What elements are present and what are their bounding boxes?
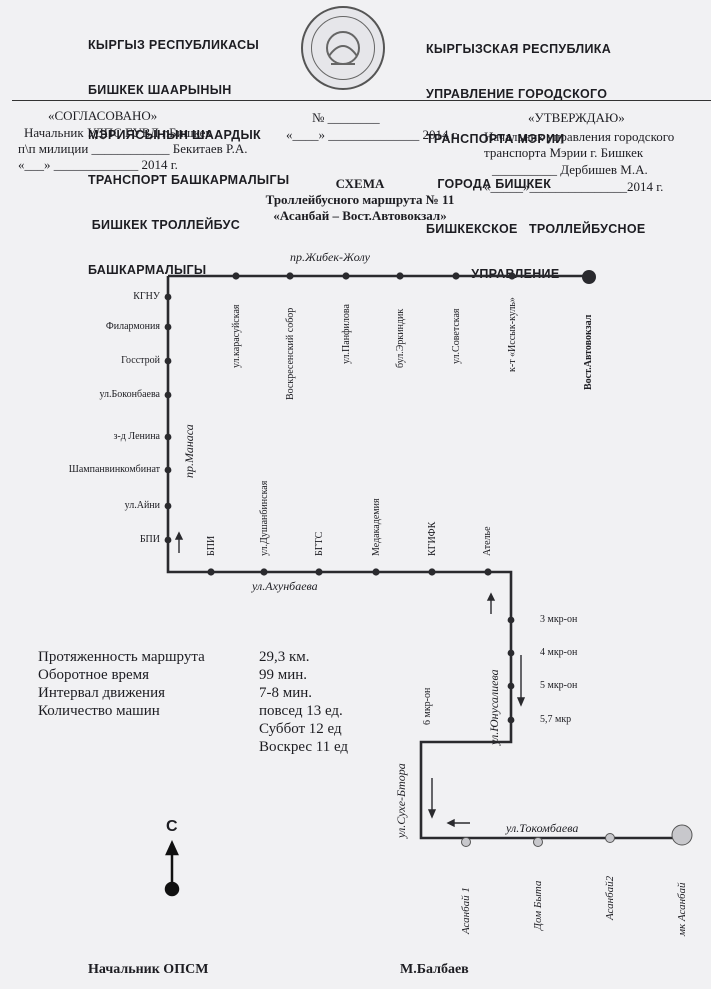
stop-3-mkr: 3 мкр-он: [540, 614, 578, 625]
stop-gosstroy: Госстрой: [121, 355, 160, 366]
stop-dom-byta: Дом Быта: [532, 880, 544, 930]
scheme-title: СХЕМА Троллейбусного маршрута № 11 «Асан…: [265, 176, 455, 223]
state-emblem-seal: [301, 6, 385, 90]
street-manasa: пр.Манаса: [182, 424, 196, 478]
street-tokombaeva: ул.Токомбаева: [506, 821, 579, 835]
stop-mk-asanbai: мк Асанбай: [676, 882, 688, 936]
header-right-ru: КЫРГЫЗСКАЯ РЕСПУБЛИКА УПРАВЛЕНИЕ ГОРОДСК…: [426, 42, 646, 281]
approve-title: «УТВЕРЖДАЮ»: [528, 110, 625, 125]
stop-zavod-lenina: з-д Ленина: [113, 431, 160, 442]
stop-asanbai-2: Асанбай2: [604, 875, 616, 920]
street-yunusalieva: ул.Юнусалиева: [487, 669, 501, 745]
stop-bpi-left: БПИ: [139, 534, 160, 545]
stop-bgts: БГТС: [314, 531, 325, 556]
document-number: № ________: [312, 110, 380, 125]
stop-kgnu: КГНУ: [133, 291, 160, 302]
route-info-labels: Протяженность маршрута Оборотное время И…: [38, 649, 205, 719]
agreed-line3: «___» _____________ 2014 г.: [18, 157, 178, 172]
stop-medakademiya: Медакадемия: [371, 498, 382, 556]
stop-karasuiskaya: ул.карасуйская: [231, 304, 242, 368]
stop-bokonbaeva: ул.Боконбаева: [99, 389, 161, 400]
stop-dushanbinskaya: ул.Душанбинская: [259, 480, 270, 556]
stop-issyk-kul: к-т «Иссык-куль»: [507, 297, 518, 372]
street-sukhe-bator: ул.Сухе-Бтора: [394, 763, 408, 838]
stop-erkindik: бул.Эркиндик: [395, 308, 406, 368]
stop-panfilova: ул.Панфилова: [341, 304, 352, 364]
stop-vost-avtovokzal: Вост.Автовокзал: [583, 314, 594, 390]
footer-signature-name: М.Балбаев: [400, 962, 469, 977]
stop-shampanvinkombinat: Шампанвинкомбинат: [68, 464, 160, 475]
stop-sovetskaya: ул.Советская: [451, 308, 462, 365]
approve-line4: «_____»_______________2014 г.: [484, 179, 664, 194]
stop-aini: ул.Айни: [124, 500, 160, 511]
footer-position: Начальник ОПСМ: [88, 962, 209, 977]
agreed-line2: п\п милиции ____________ Бекитаев Р.А.: [18, 141, 248, 156]
stop-5-7-mkr: 5,7 мкр: [540, 714, 572, 725]
stop-bpi-mid: БПИ: [206, 535, 217, 556]
approve-line2: транспорта Мэрии г. Бишкек: [484, 145, 644, 160]
stop-atelie: Ателье: [482, 526, 493, 556]
header-divider: [12, 100, 711, 101]
route-info-values: 29,3 км. 99 мин. 7-8 мин. повсед 13 ед. …: [259, 649, 349, 755]
stop-asanbai-1: Асанбай 1: [460, 887, 472, 934]
stop-kgifk: КГИФК: [427, 521, 438, 556]
compass-north-label: С: [166, 818, 178, 835]
stop-filarmoniya: Филармония: [105, 321, 160, 332]
approve-line1: Начальник управления городского: [484, 129, 675, 144]
header-left-kg: КЫРГЫЗ РЕСПУБЛИКАСЫ БИШКЕК ШААРЫНЫН МЭРИ…: [88, 38, 290, 277]
stop-voskresensky-sobor: Воскресенский собор: [285, 307, 296, 400]
stop-6-mkr: 6 мкр-он: [422, 687, 433, 725]
stop-5-mkr: 5 мкр-он: [540, 680, 578, 691]
agreed-title: «СОГЛАСОВАНО»: [48, 108, 158, 123]
street-akhunbaeva: ул.Ахунбаева: [252, 579, 318, 593]
approve-line3: __________ Дербишев М.А.: [492, 162, 648, 177]
stop-4-mkr: 4 мкр-он: [540, 647, 578, 658]
center-date: «____» ______________ 2014 г: [286, 127, 458, 142]
street-zhibek-zholu: пр.Жибек-Жолу: [290, 250, 370, 264]
agreed-line1: Начальник УДПС ГУВД г.Бишкек: [24, 125, 212, 140]
